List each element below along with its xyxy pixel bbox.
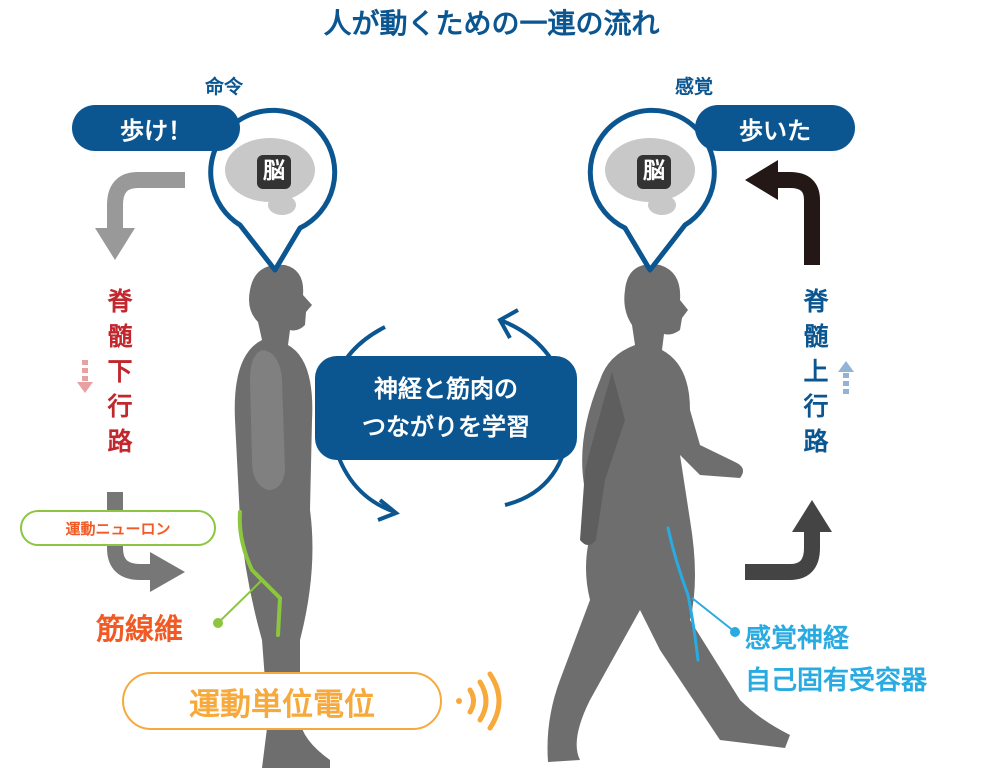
- learning-box: 神経と筋肉の つながりを学習: [315, 356, 577, 460]
- ascending-arrow-bottom: [745, 530, 820, 580]
- motor-neuron-label: 運動ニューロン: [20, 510, 216, 546]
- fiber-leader-line: [217, 579, 263, 624]
- sensor-labels: 感覚神経 自己固有受容器: [745, 618, 927, 702]
- left-brain-label: 脳: [262, 159, 285, 184]
- muscle-fiber-label: 筋線維: [96, 612, 184, 646]
- walked-sensation-bubble: 歩いた: [695, 105, 855, 151]
- walk-command-bubble: 歩け！: [72, 105, 240, 151]
- sensory-nerve-line: [666, 526, 700, 662]
- walking-person-figure: [547, 264, 790, 762]
- right-brain-bubble: [587, 107, 717, 273]
- up-dashed-arrow-icon: [838, 361, 854, 394]
- descending-pathway-label: 脊髄下行路: [104, 288, 133, 463]
- sensory-nerve-label: 感覚神経: [745, 624, 850, 654]
- proprioceptor-label: 自己固有受容器: [745, 666, 928, 696]
- muscle-fiber-line: [237, 510, 283, 637]
- sensor-dot: [730, 627, 740, 637]
- learning-line-1: 神経と筋肉の: [374, 375, 518, 403]
- sensor-leader-line: [691, 597, 736, 633]
- ascending-arrow-top: [775, 172, 820, 265]
- descending-arrow-bottom: [107, 492, 152, 580]
- learning-line-2: つながりを学習: [362, 413, 530, 441]
- standing-person-figure: [234, 264, 330, 768]
- page-title: 人が動くための一連の流れ: [323, 7, 660, 40]
- right-brain-label: 脳: [642, 159, 665, 184]
- motor-unit-potential-label: 運動単位電位: [122, 672, 442, 730]
- descending-arrow-top: [107, 172, 185, 230]
- down-dashed-arrow-icon: [77, 360, 93, 393]
- fiber-dot: [213, 618, 223, 628]
- sensation-caption: 感覚: [675, 76, 714, 98]
- ascending-pathway-label: 脊髄上行路: [800, 288, 829, 463]
- left-brain-bubble: [208, 107, 338, 273]
- command-caption: 命令: [205, 76, 244, 98]
- signal-waves-icon: [456, 671, 502, 731]
